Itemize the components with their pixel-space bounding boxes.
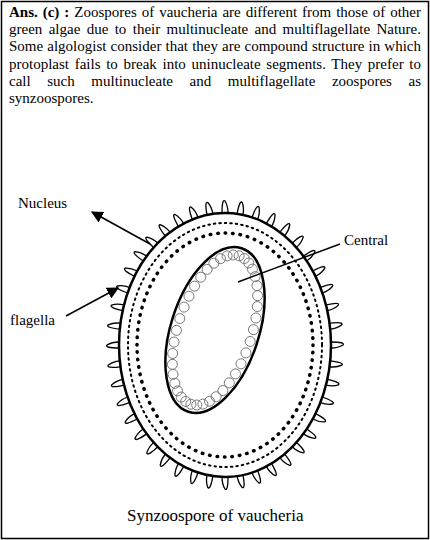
flagellum (222, 201, 228, 213)
part-label: flagella (10, 312, 55, 329)
part-label: Nucleus (18, 195, 67, 212)
vacuole-lining (246, 263, 259, 276)
central-leader (238, 244, 340, 282)
vacuole-lining (244, 335, 257, 348)
flagellum (330, 323, 342, 330)
cell-wall (119, 213, 331, 477)
vacuole-lining (233, 250, 246, 263)
vacuole-lining (247, 323, 260, 336)
vacuole-lining (203, 395, 216, 408)
vacuole-lining (251, 289, 264, 302)
flagellum (331, 342, 343, 348)
vacuole-lining (251, 279, 264, 292)
vacuole-lining (175, 391, 188, 404)
vacuole-lining (171, 385, 184, 398)
flagellum (108, 361, 120, 368)
vacuole-lining (179, 395, 192, 408)
vacuole-lining (167, 368, 180, 381)
vacuole-lining (170, 324, 183, 337)
vacuole-lining (251, 300, 264, 313)
flagellum (108, 323, 121, 329)
answer-text: Ans. (c) : Zoospores of vaucheria are di… (9, 4, 421, 107)
part-label: Central (344, 232, 388, 249)
flagellum (107, 342, 119, 348)
vacuole-lining (174, 312, 187, 325)
vacuole-lining (178, 301, 191, 314)
central-vacuole (147, 235, 284, 426)
vacuole-lining (166, 347, 179, 360)
vacuole-lining (185, 398, 198, 411)
vacuole-lining (166, 358, 179, 371)
vacuole-lining (238, 252, 251, 265)
vacuole-lining (250, 312, 263, 325)
flagellum (222, 477, 228, 489)
vacuole-lining (221, 250, 234, 263)
vacuole-lining (214, 252, 227, 265)
vacuole-lining (242, 257, 255, 270)
answer-body: Zoospores of vaucheria are different fro… (9, 4, 421, 106)
vacuole-lining (240, 347, 253, 360)
nuclei-ring (128, 223, 322, 467)
vacuole-lining (197, 398, 210, 411)
flagella-ring (107, 201, 344, 490)
answer-label: Ans. (c) : (9, 4, 69, 20)
nucleus-leader (92, 212, 150, 244)
caption: Synzoospore of vaucheria (127, 506, 304, 526)
flagellum (330, 361, 343, 367)
chloroplast-ring (137, 233, 313, 457)
vacuole-lining (168, 336, 181, 349)
flagella-leader (66, 288, 118, 316)
